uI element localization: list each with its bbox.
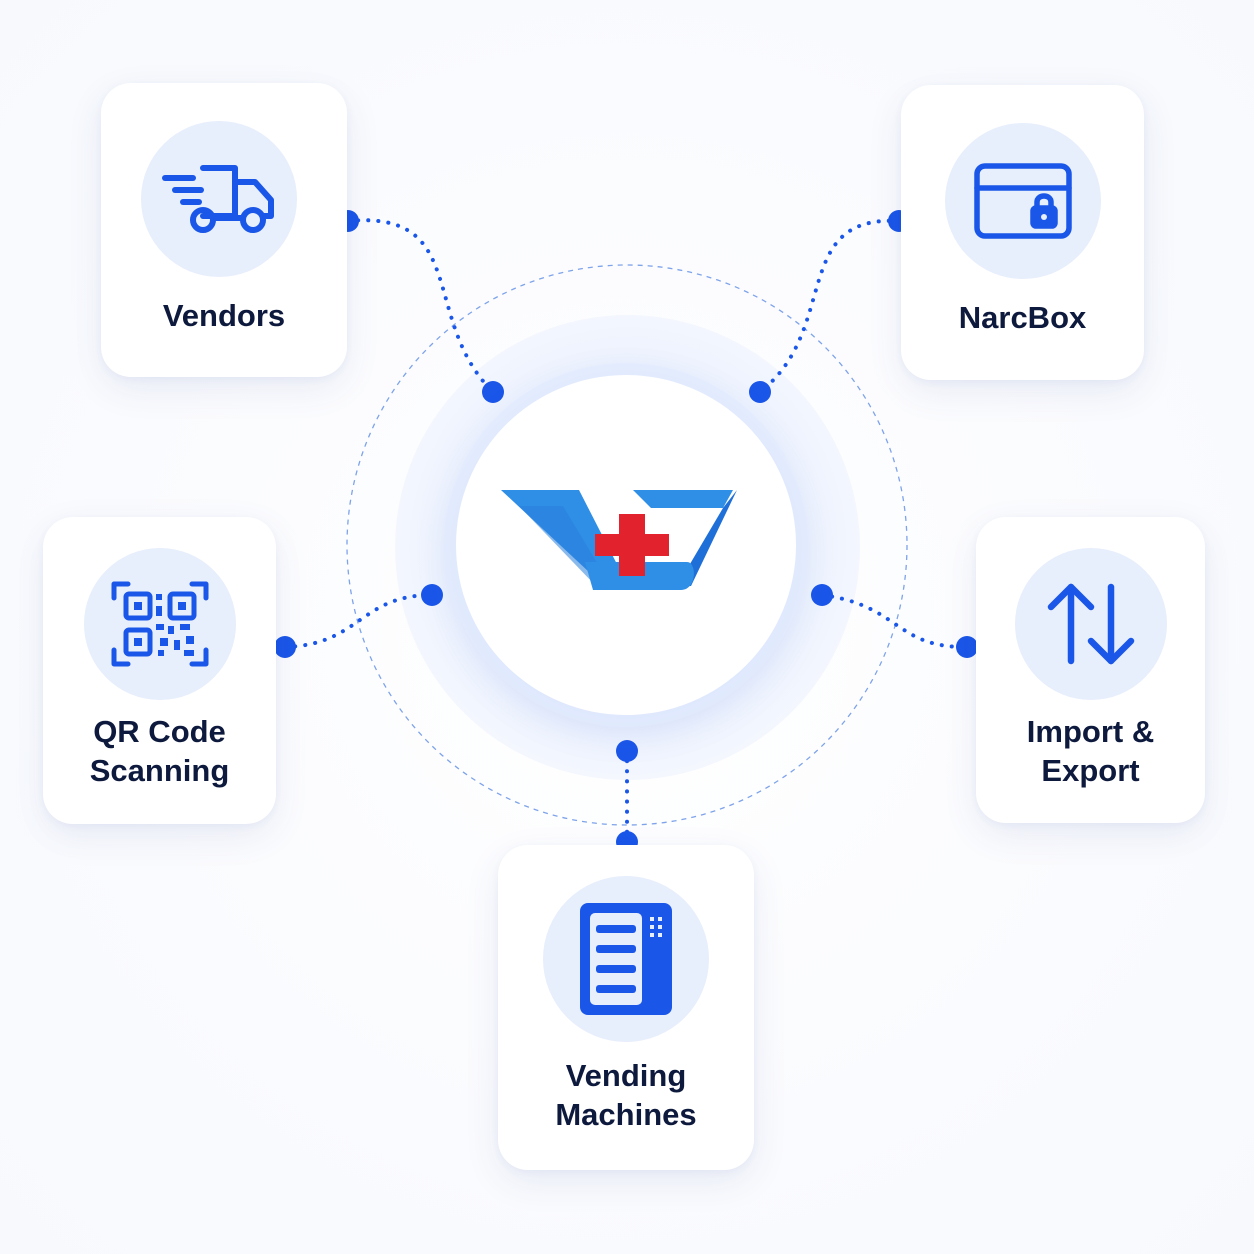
hub-circle	[456, 375, 796, 715]
connector-dot	[482, 381, 504, 403]
connector-qr	[283, 593, 434, 649]
card-label: QR Code Scanning	[43, 712, 276, 790]
connector-narcbox	[758, 218, 901, 394]
label-line: Vendors	[162, 298, 286, 333]
connector-vendors	[346, 218, 495, 394]
connector-dot	[749, 381, 771, 403]
card-label: Vending Machines	[498, 1056, 754, 1134]
connector-dot	[616, 740, 638, 762]
icon-disc	[945, 123, 1101, 279]
lockbox-icon	[974, 163, 1072, 239]
card-label: NarcBox	[901, 298, 1144, 337]
card-narcbox[interactable]: NarcBox	[901, 85, 1144, 380]
card-vending-machines[interactable]: Vending Machines	[498, 845, 754, 1170]
connector-dot	[811, 584, 833, 606]
card-qr-code-scanning[interactable]: QR Code Scanning	[43, 517, 276, 824]
label-line: NarcBox	[958, 300, 1087, 335]
icon-disc	[141, 121, 297, 277]
connector-dot	[421, 584, 443, 606]
icon-disc	[543, 876, 709, 1042]
delivery-truck-icon	[162, 165, 274, 233]
label-line: Machines	[555, 1097, 697, 1132]
label-line: Scanning	[89, 753, 230, 788]
vending-machine-icon	[580, 903, 672, 1015]
up-down-arrows-icon	[1047, 583, 1135, 665]
icon-disc	[1015, 548, 1167, 700]
vs-logo-icon	[501, 490, 737, 590]
card-import-export[interactable]: Import & Export	[976, 517, 1205, 823]
connector-import-export	[820, 593, 969, 650]
connector-dot	[956, 636, 978, 658]
card-vendors[interactable]: Vendors	[101, 83, 347, 377]
card-label: Import & Export	[976, 712, 1205, 790]
icon-disc	[84, 548, 236, 700]
qr-code-scan-icon	[111, 581, 209, 667]
label-line: Export	[1041, 753, 1140, 788]
label-line: Import &	[1026, 714, 1155, 749]
label-line: Vending	[565, 1058, 687, 1093]
connector-dot	[274, 636, 296, 658]
orbit-ring	[346, 264, 908, 826]
label-line: QR Code	[93, 714, 226, 749]
card-label: Vendors	[101, 296, 347, 335]
